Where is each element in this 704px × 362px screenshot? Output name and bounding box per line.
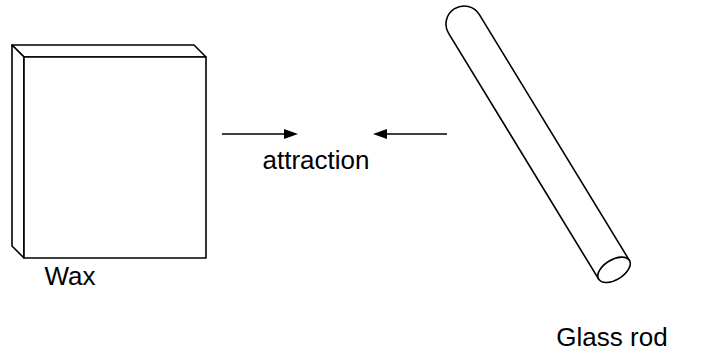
arrow-head xyxy=(284,129,298,139)
glass-rod xyxy=(439,0,634,288)
arrow-shaft xyxy=(222,133,288,135)
label-text: Glass rod xyxy=(556,323,667,352)
attraction-arrows xyxy=(222,129,447,139)
label-text: attraction xyxy=(263,146,370,175)
wax-block xyxy=(12,45,206,258)
rod-body xyxy=(439,0,629,279)
arrow-head xyxy=(373,129,387,139)
label-text: Wax xyxy=(44,262,95,291)
wax-front-face xyxy=(24,57,206,258)
wax-side-face xyxy=(12,45,24,258)
arrow-shaft xyxy=(383,133,447,135)
wax-top-face xyxy=(12,45,206,57)
rod-end xyxy=(593,252,634,288)
